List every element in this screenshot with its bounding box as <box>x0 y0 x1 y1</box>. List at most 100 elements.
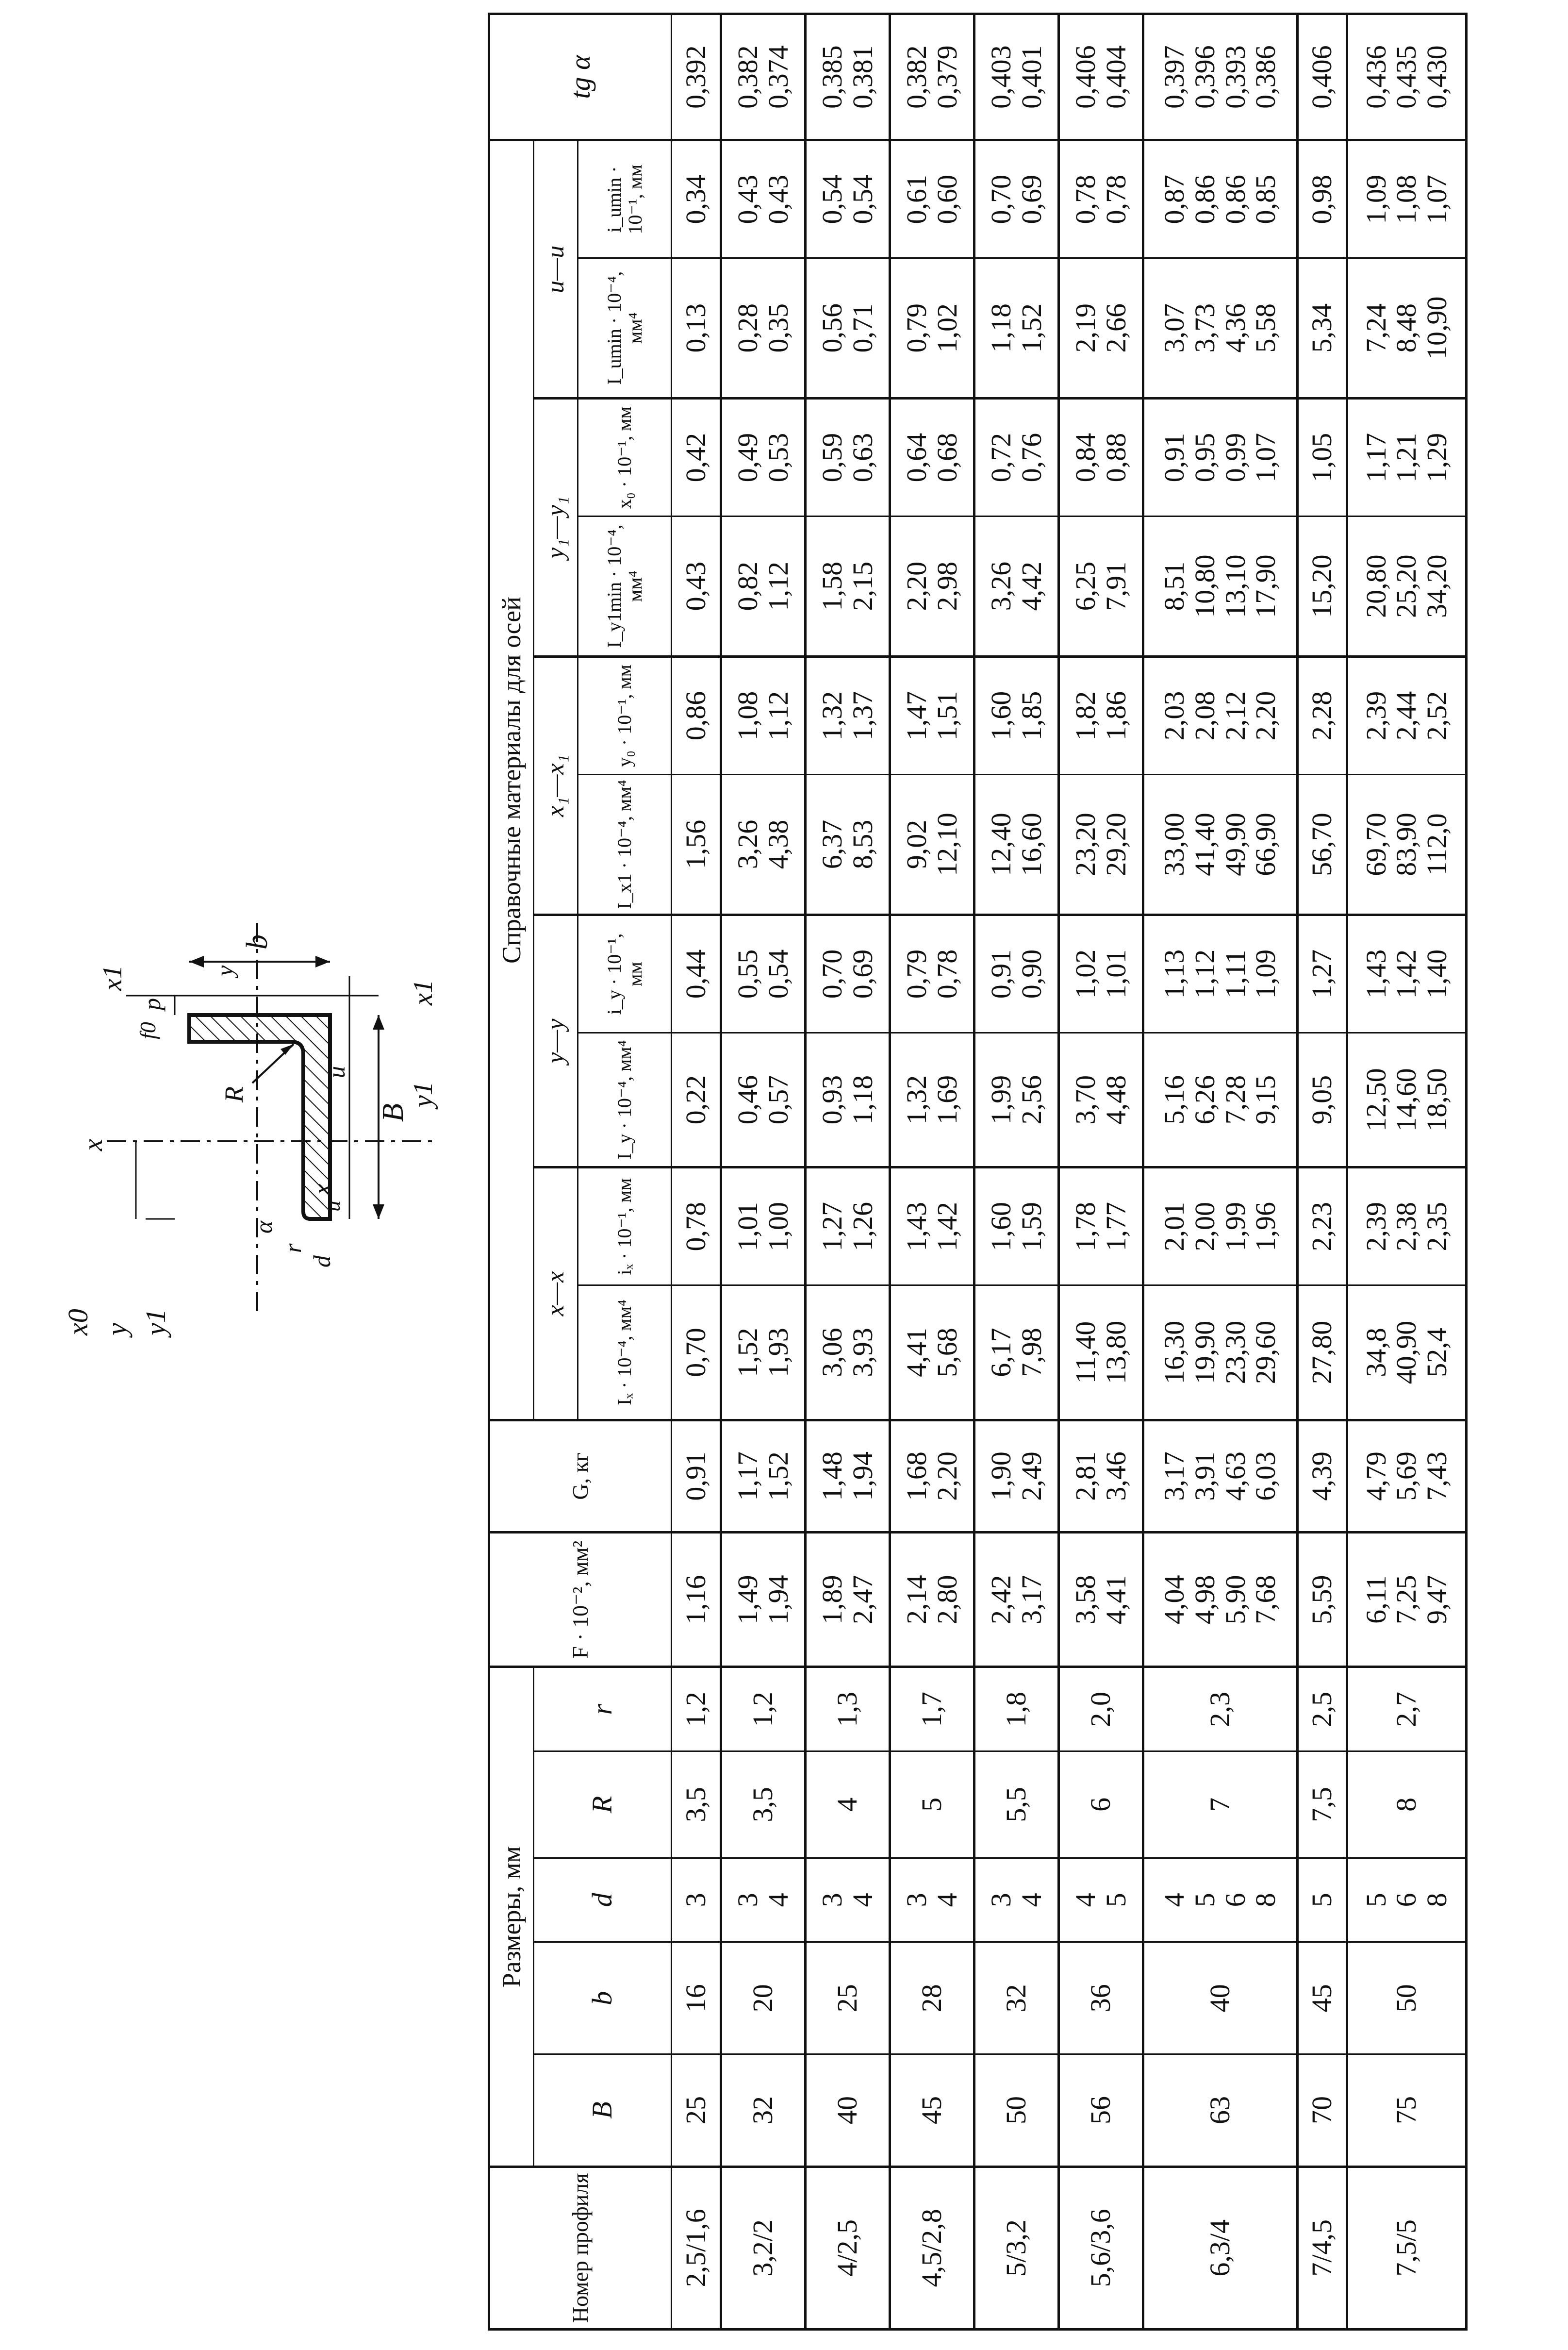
cell-d: 3 <box>671 1858 721 1942</box>
cell-G: 2,81 3,46 <box>1058 1420 1143 1533</box>
cell-Ix1: 33,00 41,40 49,90 66,90 <box>1143 774 1298 915</box>
cell-tg: 0,436 0,435 0,430 <box>1347 14 1467 140</box>
cell-Iy1: 6,25 7,91 <box>1058 516 1143 657</box>
cell-R: 3,5 <box>721 1751 806 1858</box>
cell-Iy1: 20,80 25,20 34,20 <box>1347 516 1467 657</box>
cell-iy: 0,55 0,54 <box>721 915 806 1033</box>
header-x0: x₀ · 10⁻¹, мм <box>578 398 672 517</box>
cell-x0: 0,91 0,95 0,99 1,07 <box>1143 398 1298 517</box>
cell-F: 1,16 <box>671 1532 721 1667</box>
diagram-label: x1 <box>98 965 128 991</box>
cell-y0: 1,82 1,86 <box>1058 656 1143 775</box>
cell-iy: 1,43 1,42 1,40 <box>1347 915 1467 1033</box>
cell-b: 28 <box>890 1942 974 2054</box>
header-F: F · 10⁻², мм² <box>489 1532 672 1667</box>
cell-b: 40 <box>1143 1942 1298 2054</box>
cell-y0: 0,86 <box>671 656 721 775</box>
cell-y0: 2,03 2,08 2,12 2,20 <box>1143 656 1298 775</box>
cell-Ix: 34,8 40,90 52,4 <box>1347 1285 1467 1420</box>
angle-profile-diagram: x0 y y1 r d α R u x B x1 y1 b y u p f0 x… <box>29 894 446 1379</box>
cell-tg: 0,397 0,396 0,393 0,386 <box>1143 14 1298 140</box>
cell-G: 4,79 5,69 7,43 <box>1347 1420 1467 1533</box>
cell-Iy: 0,22 <box>671 1033 721 1167</box>
cell-Ix: 4,41 5,68 <box>890 1285 974 1420</box>
cell-iy: 1,02 1,01 <box>1058 915 1143 1033</box>
diagram-label: y1 <box>140 1309 171 1338</box>
cell-tg: 0,406 <box>1297 14 1347 140</box>
diagram-label: u <box>320 1200 345 1212</box>
cell-iy: 1,13 1,12 1,11 1,09 <box>1143 915 1298 1033</box>
cell-profile: 3,2/2 <box>721 2167 806 2330</box>
cell-Ix1: 6,37 8,53 <box>805 774 890 915</box>
cell-y0: 1,60 1,85 <box>974 656 1059 775</box>
cell-d: 5 <box>1297 1858 1347 1942</box>
cell-B: 40 <box>805 2054 890 2167</box>
diagram-label: x0 <box>62 1309 94 1336</box>
diagram-label: B <box>377 1103 410 1122</box>
header-iumin: i_umin · 10⁻¹, мм <box>578 140 672 258</box>
header-B: B <box>533 2054 672 2167</box>
cell-F: 6,11 7,25 9,47 <box>1347 1532 1467 1667</box>
cell-Ix: 16,30 19,90 23,30 29,60 <box>1143 1285 1298 1420</box>
cell-G: 1,68 2,20 <box>890 1420 974 1533</box>
cell-R: 7 <box>1143 1751 1298 1858</box>
header-axis-yy: y—y <box>533 915 578 1167</box>
header-Ix1: I_x1 · 10⁻⁴, мм⁴ <box>578 774 672 915</box>
cell-tg: 0,403 0,401 <box>974 14 1059 140</box>
cell-G: 1,17 1,52 <box>721 1420 806 1533</box>
cell-R: 5,5 <box>974 1751 1059 1858</box>
header-dims-group: Размеры, мм <box>489 1667 534 2167</box>
header-profile: Номер профиля <box>489 2167 672 2330</box>
cell-Iy: 5,16 6,26 7,28 9,15 <box>1143 1033 1298 1167</box>
cell-profile: 7,5/5 <box>1347 2167 1467 2330</box>
cell-Ix1: 23,20 29,20 <box>1058 774 1143 915</box>
diagram-label: u <box>323 1066 350 1078</box>
cell-Ix1: 69,70 83,90 112,0 <box>1347 774 1467 915</box>
header-ix: iₓ · 10⁻¹, мм <box>578 1167 672 1285</box>
cell-x0: 0,49 0,53 <box>721 398 806 517</box>
cell-ix: 1,01 1,00 <box>721 1167 806 1285</box>
cell-Ix: 11,40 13,80 <box>1058 1285 1143 1420</box>
cell-F: 5,59 <box>1297 1532 1347 1667</box>
cell-iu: 0,61 0,60 <box>890 140 974 258</box>
cell-ix: 2,39 2,38 2,35 <box>1347 1167 1467 1285</box>
cell-Iu: 5,34 <box>1297 258 1347 399</box>
cell-profile: 5,6/3,6 <box>1058 2167 1143 2330</box>
header-d: d <box>533 1858 672 1942</box>
cell-F: 2,42 3,17 <box>974 1532 1059 1667</box>
cell-r: 1,2 <box>721 1667 806 1751</box>
cell-G: 3,17 3,91 4,63 6,03 <box>1143 1420 1298 1533</box>
diagram-label: x <box>308 1184 335 1195</box>
cell-d: 3 4 <box>974 1858 1059 1942</box>
cell-profile: 4,5/2,8 <box>890 2167 974 2330</box>
cell-r: 1,8 <box>974 1667 1059 1751</box>
cell-tg: 0,406 0,404 <box>1058 14 1143 140</box>
cell-Iy1: 2,20 2,98 <box>890 516 974 657</box>
diagram-label: f0 <box>135 1022 160 1039</box>
cell-Iy1: 0,43 <box>671 516 721 657</box>
cell-iy: 0,79 0,78 <box>890 915 974 1033</box>
angle-profile-svg: x0 y y1 r d α R u x B x1 y1 b y u p f0 x… <box>62 923 438 1338</box>
cell-R: 3,5 <box>671 1751 721 1858</box>
cell-Ix: 1,52 1,93 <box>721 1285 806 1420</box>
header-Ix: Iₓ · 10⁻⁴, мм⁴ <box>578 1285 672 1420</box>
cell-B: 70 <box>1297 2054 1347 2167</box>
cell-x0: 0,59 0,63 <box>805 398 890 517</box>
cell-Iy1: 8,51 10,80 13,10 17,90 <box>1143 516 1298 657</box>
header-Iumin: I_umin · 10⁻⁴, мм⁴ <box>578 258 672 399</box>
cell-iu: 0,78 0,78 <box>1058 140 1143 258</box>
cell-tg: 0,392 <box>671 14 721 140</box>
cell-Iy: 0,46 0,57 <box>721 1033 806 1167</box>
header-axis-uu: u—u <box>533 140 578 399</box>
cell-d: 3 4 <box>805 1858 890 1942</box>
cell-R: 6 <box>1058 1751 1143 1858</box>
cell-Ix: 3,06 3,93 <box>805 1285 890 1420</box>
cell-Iu: 0,79 1,02 <box>890 258 974 399</box>
cell-ix: 1,27 1,26 <box>805 1167 890 1285</box>
diagram-label: r <box>279 1243 306 1253</box>
